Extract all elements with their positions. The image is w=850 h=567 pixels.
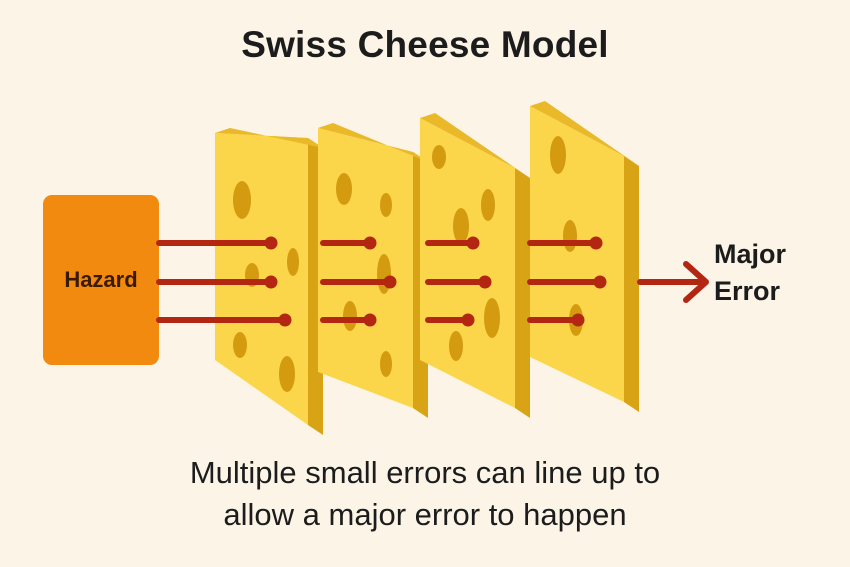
- major-error-arrow: [637, 261, 709, 303]
- caption-line1: Multiple small errors can line up to: [189, 455, 661, 490]
- major-error-line1: Major: [714, 239, 787, 269]
- major-error-label: Major Error: [714, 236, 814, 310]
- hazard-paths: [156, 236, 607, 327]
- diagram-caption: Multiple small errors can line up to all…: [0, 452, 850, 536]
- cheese-layer-3: [420, 113, 530, 418]
- diagram-title: Swiss Cheese Model: [241, 24, 609, 65]
- caption-line2: allow a major error to happen: [223, 497, 627, 532]
- hazard-label: Hazard: [64, 267, 138, 292]
- major-error-line2: Error: [714, 276, 781, 306]
- cheese-layer-2: [318, 123, 428, 418]
- cheese-layer-4: [530, 101, 639, 412]
- arrowhead-icon: [683, 261, 709, 303]
- hazard-box: Hazard: [43, 195, 159, 365]
